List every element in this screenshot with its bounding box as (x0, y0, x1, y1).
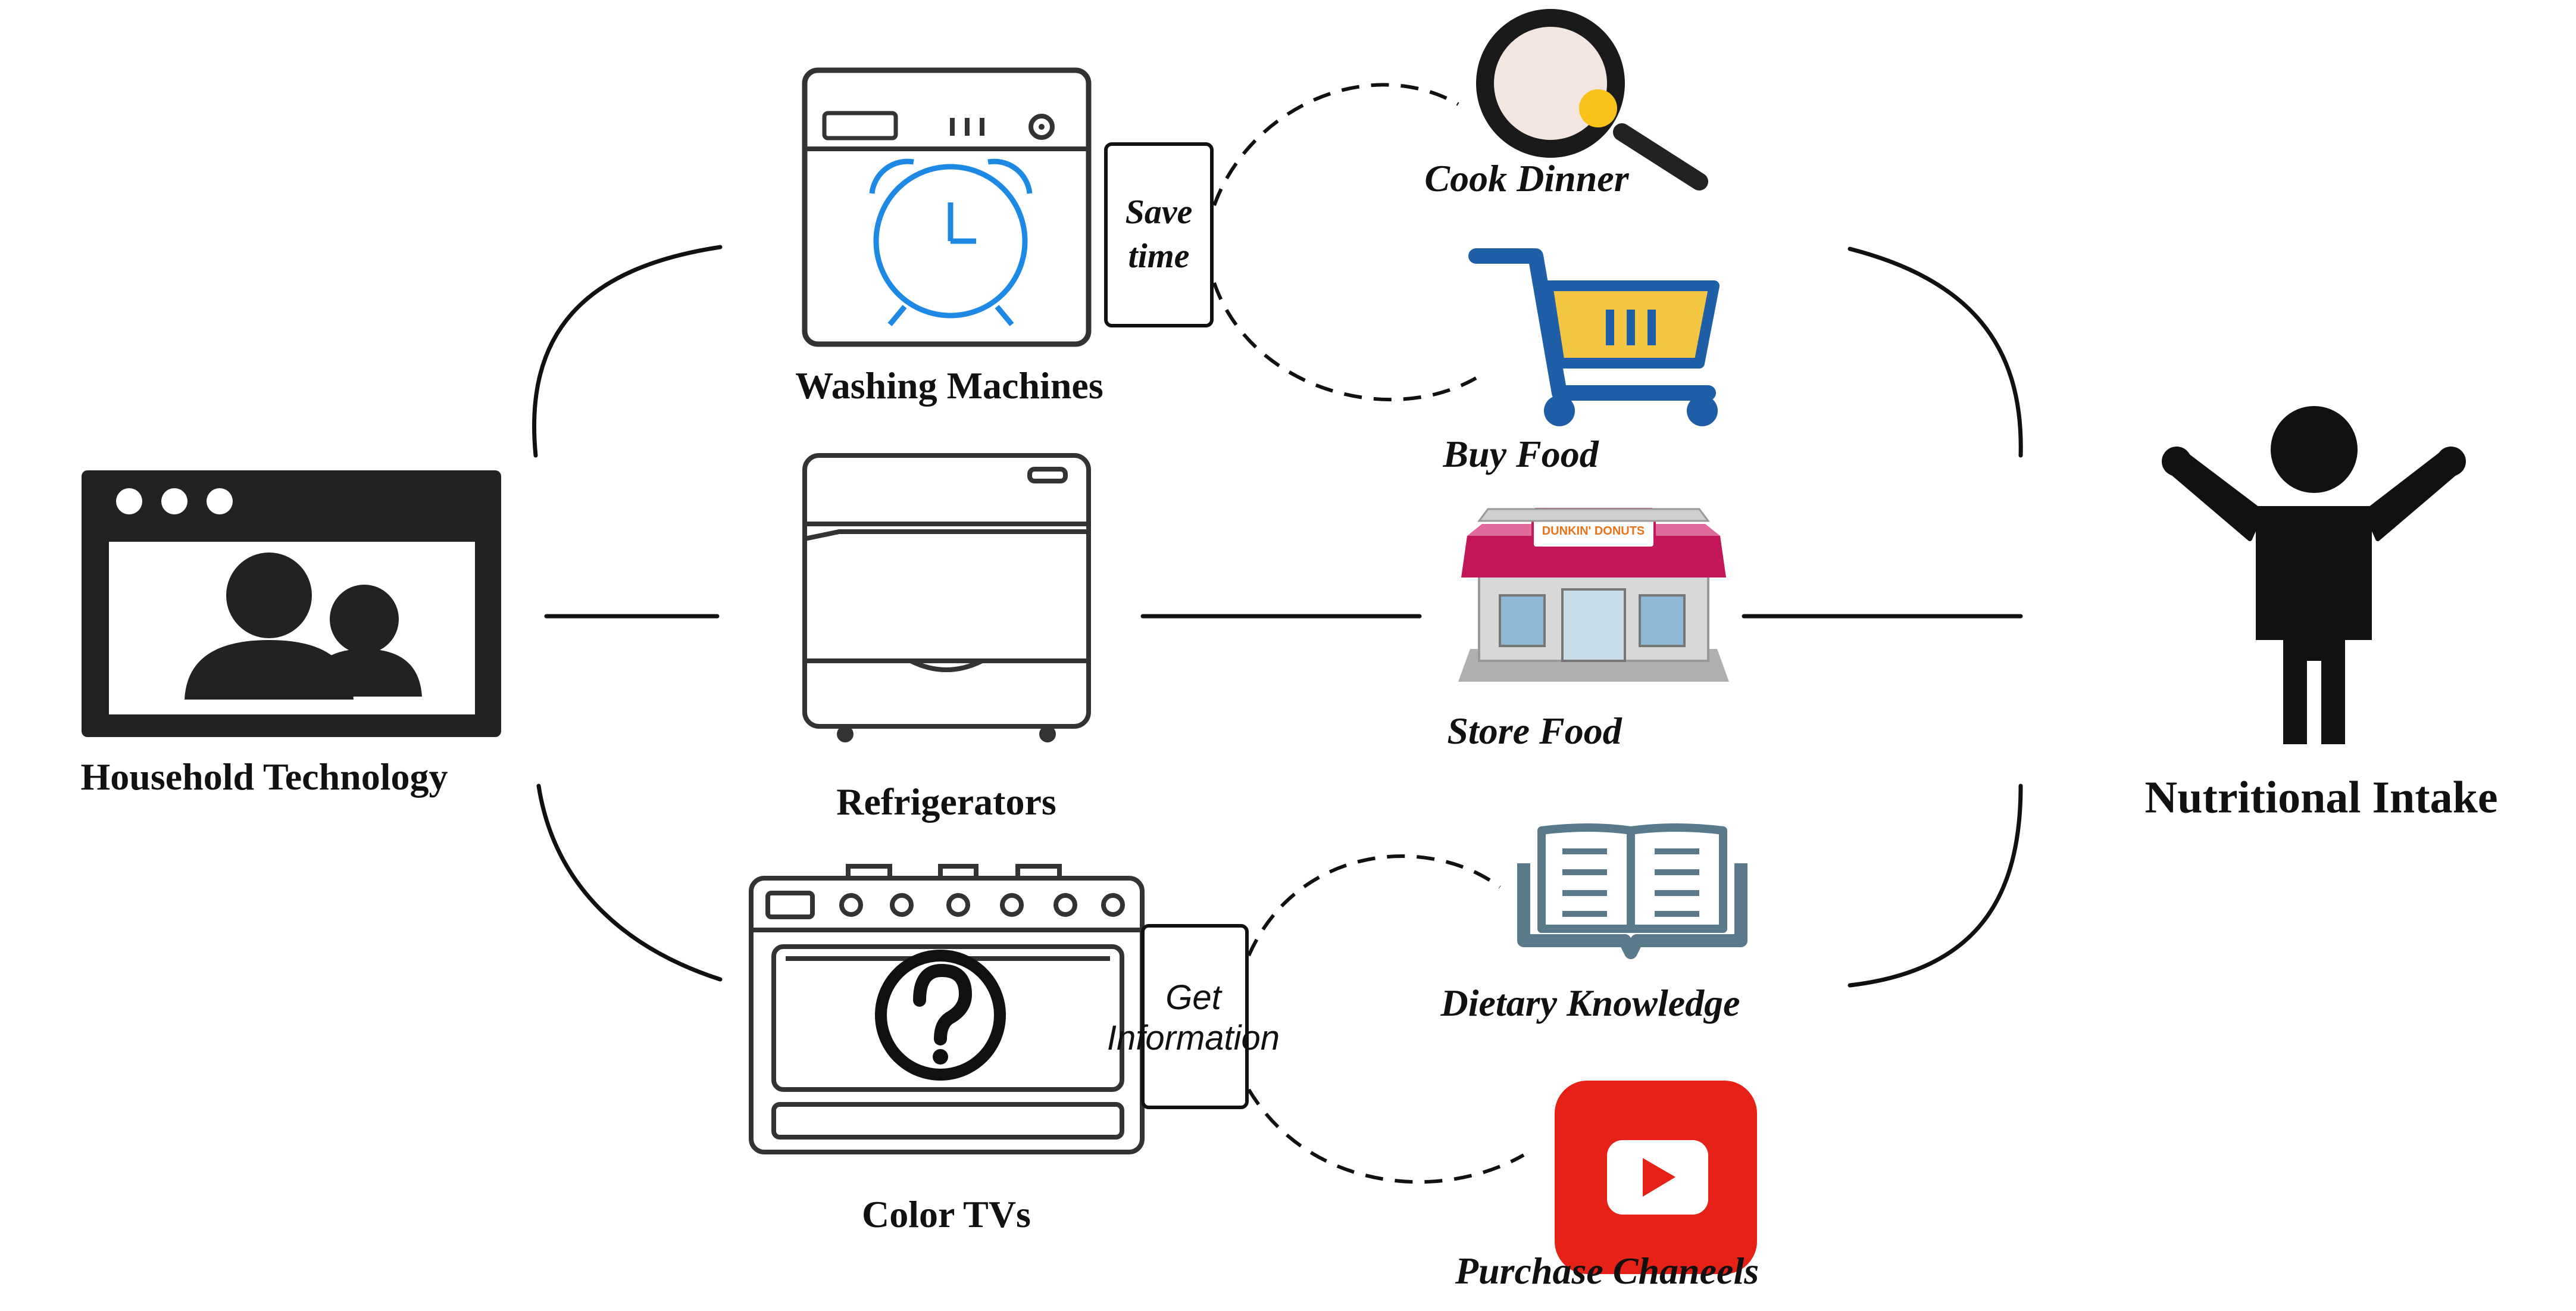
color-tvs-label: Color TVs (862, 1193, 1031, 1235)
dashed-connectors (1212, 83, 1525, 1184)
washing-machines-label: Washing Machines (795, 364, 1103, 407)
buy-food-label: Buy Food (1443, 433, 1599, 475)
household-technology-icon (82, 470, 501, 737)
get-information-note: Get Information (1107, 978, 1280, 1059)
person-icon (2162, 406, 2466, 744)
dashed-save-to-cook (1212, 83, 1459, 207)
frying-pan-icon (1476, 9, 1708, 191)
purchase-channels-label: Purchase Chaneels (1455, 1250, 1759, 1292)
store-food-label: Store Food (1447, 710, 1622, 752)
store-icon: DUNKIN' DONUTS (1458, 508, 1729, 682)
alarm-clock-icon (869, 158, 1033, 326)
shopping-cart-icon (1468, 248, 1720, 426)
connectors (532, 245, 2023, 988)
save-time-box (1104, 142, 1214, 327)
washing-machine-icon (802, 67, 1092, 347)
refrigerator-icon (802, 453, 1091, 742)
arc-washing-to-nutrition (1847, 246, 2023, 458)
save-time-line2: time (1128, 236, 1190, 275)
arc-household-to-tv (536, 784, 723, 982)
dashed-get-to-purchase (1247, 1088, 1525, 1184)
get-information-line2: Information (1106, 1019, 1280, 1057)
dashed-save-to-buy (1212, 282, 1477, 402)
book-icon (1517, 823, 1747, 959)
youtube-icon (1555, 1081, 1757, 1274)
stove-icon (749, 864, 1145, 1154)
store-sign-text: DUNKIN' DONUTS (1542, 525, 1645, 538)
get-information-box (1141, 924, 1249, 1109)
save-time-line1: Save (1125, 192, 1193, 231)
arc-household-to-washing (532, 245, 723, 458)
arc-tv-to-nutrition (1847, 784, 2023, 988)
household-technology-label: Household Technology (80, 756, 448, 798)
cook-dinner-label: Cook Dinner (1424, 157, 1629, 199)
nutritional-intake-label: Nutritional Intake (2144, 772, 2498, 823)
dashed-get-to-knowledge (1247, 854, 1501, 957)
get-information-line1: Get (1165, 978, 1221, 1017)
dietary-knowledge-label: Dietary Knowledge (1440, 982, 1740, 1024)
question-mark-icon (875, 950, 1006, 1081)
refrigerators-label: Refrigerators (836, 781, 1056, 823)
save-time-note: Save time (1126, 190, 1193, 278)
